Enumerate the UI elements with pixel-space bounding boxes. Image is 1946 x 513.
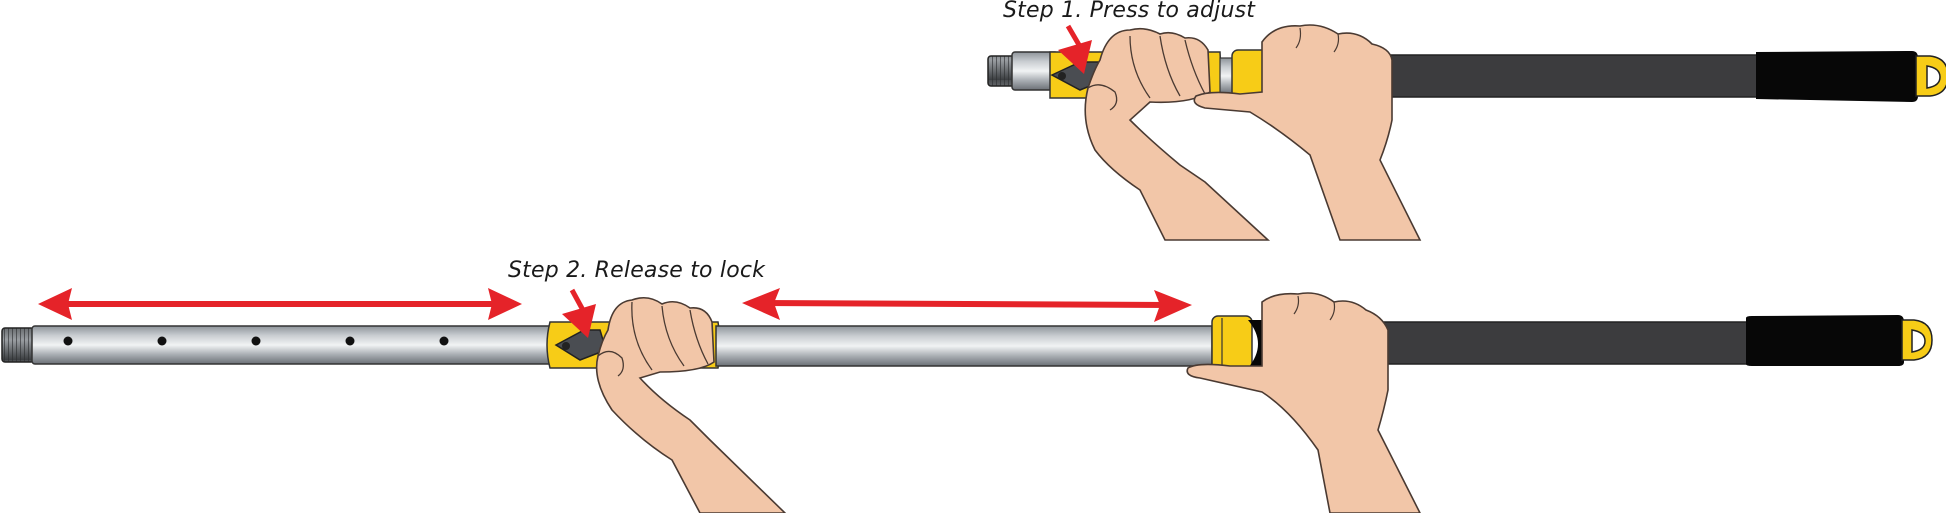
hole [345,336,355,346]
extension-arrow-left [38,288,522,320]
inner-tube [715,325,1213,367]
extension-arrow-right [742,288,1192,322]
collar-bottom [1211,315,1253,373]
right-hand-top [1193,24,1422,241]
hole [439,336,449,346]
hole [63,336,73,346]
handle-bottom [1369,321,1751,365]
extended-pole [1,315,1933,373]
threaded-tip-top [987,55,1015,87]
release-arrow-bottom [562,288,596,338]
hole [157,336,167,346]
grip-bottom [1746,315,1904,366]
extension-holes [63,336,449,346]
threaded-tip-bottom [1,327,35,363]
left-hand-top [1084,27,1271,241]
extension-tube [31,325,563,365]
grip-top [1756,51,1918,102]
step-1-caption: Step 1. Press to adjust [1003,0,1256,23]
press-arrow-top [1058,24,1092,74]
left-hand-bottom [595,296,787,513]
hole [251,336,261,346]
step-2-caption: Step 2. Release to lock [508,258,766,283]
handle-top [1379,54,1761,98]
right-hand-bottom [1186,292,1421,513]
